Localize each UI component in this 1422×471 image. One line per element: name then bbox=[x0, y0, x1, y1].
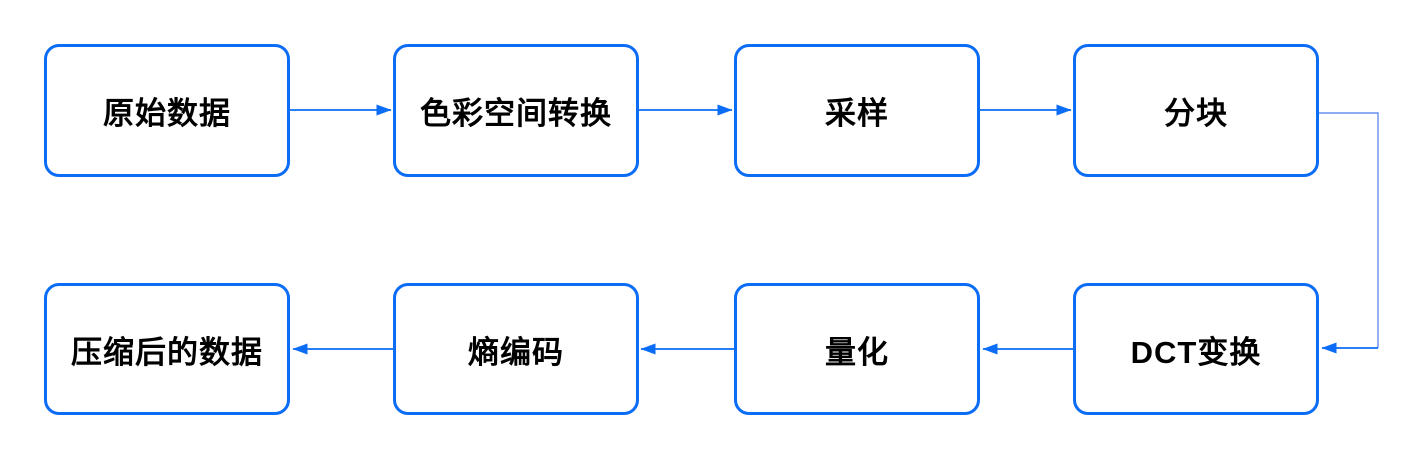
node-color-space-conversion: 色彩空间转换 bbox=[393, 44, 639, 177]
node-blocking: 分块 bbox=[1073, 44, 1319, 177]
node-quantization: 量化 bbox=[734, 283, 980, 415]
node-blocking-label: 分块 bbox=[1164, 96, 1228, 131]
node-entropy-coding-label: 熵编码 bbox=[468, 334, 564, 370]
edge-blocking-to-dct-elbow bbox=[1319, 112, 1379, 348]
node-dct-transform: DCT变换 bbox=[1073, 283, 1319, 415]
node-color-space-conversion-label: 色彩空间转换 bbox=[420, 96, 612, 131]
node-compressed-data: 压缩后的数据 bbox=[44, 283, 290, 415]
node-raw-data: 原始数据 bbox=[44, 44, 290, 177]
node-quantization-label: 量化 bbox=[825, 334, 889, 370]
node-entropy-coding: 熵编码 bbox=[393, 283, 639, 415]
node-dct-transform-label: DCT变换 bbox=[1130, 334, 1262, 370]
node-raw-data-label: 原始数据 bbox=[103, 96, 231, 131]
node-sampling: 采样 bbox=[734, 44, 980, 177]
node-compressed-data-label: 压缩后的数据 bbox=[71, 334, 263, 370]
node-sampling-label: 采样 bbox=[825, 96, 889, 131]
